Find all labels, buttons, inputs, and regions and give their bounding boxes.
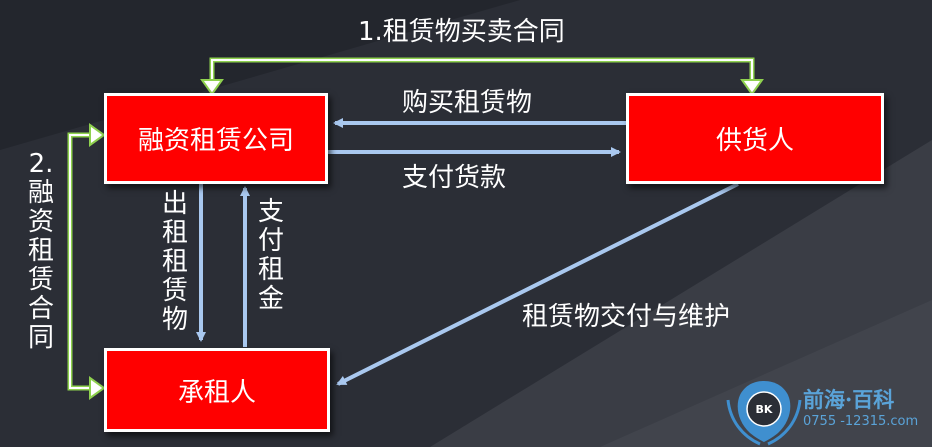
sales-contract-line-inner — [211, 59, 753, 84]
lease-contract-arrowhead-bottom — [89, 376, 106, 400]
supplier-label: 供货人 — [715, 126, 794, 156]
logo-emblem-icon — [726, 381, 802, 446]
lease-contract-line-outer — [67, 132, 94, 391]
sales-contract-arrowhead-right — [740, 79, 764, 96]
logo-name: 前海·百科 — [803, 387, 895, 412]
logo-phone: 0755 -12315.com — [803, 414, 919, 429]
sales-contract-arrowhead-left — [200, 79, 224, 96]
lessee-label: 承租人 — [177, 377, 256, 408]
lessee-box: 承租人 — [104, 348, 330, 432]
purchase-label: 购买租赁物 — [402, 88, 533, 118]
delivery-arrow — [336, 182, 739, 386]
delivery-label: 租赁物交付与维护 — [522, 302, 731, 332]
lease-contract-label: 2. 融 资 租 赁 合 同 — [27, 149, 54, 353]
lease-out-label: 出 租 租 赁 物 — [161, 189, 188, 335]
lease-contract-line-inner — [69, 134, 94, 389]
bg-facet-corner — [600, 300, 932, 447]
sales-contract-label: 1.租赁物买卖合同 — [358, 17, 565, 47]
payment-label: 支付货款 — [402, 163, 507, 193]
lease-contract-arrowhead-top — [89, 123, 106, 147]
rent-label: 支 付 租 金 — [257, 197, 284, 314]
logo-badge-text: BK — [756, 403, 773, 416]
lessor-box: 融资租赁公司 — [104, 93, 328, 184]
supplier-box: 供货人 — [626, 93, 884, 184]
lessor-label: 融资租赁公司 — [137, 126, 294, 156]
